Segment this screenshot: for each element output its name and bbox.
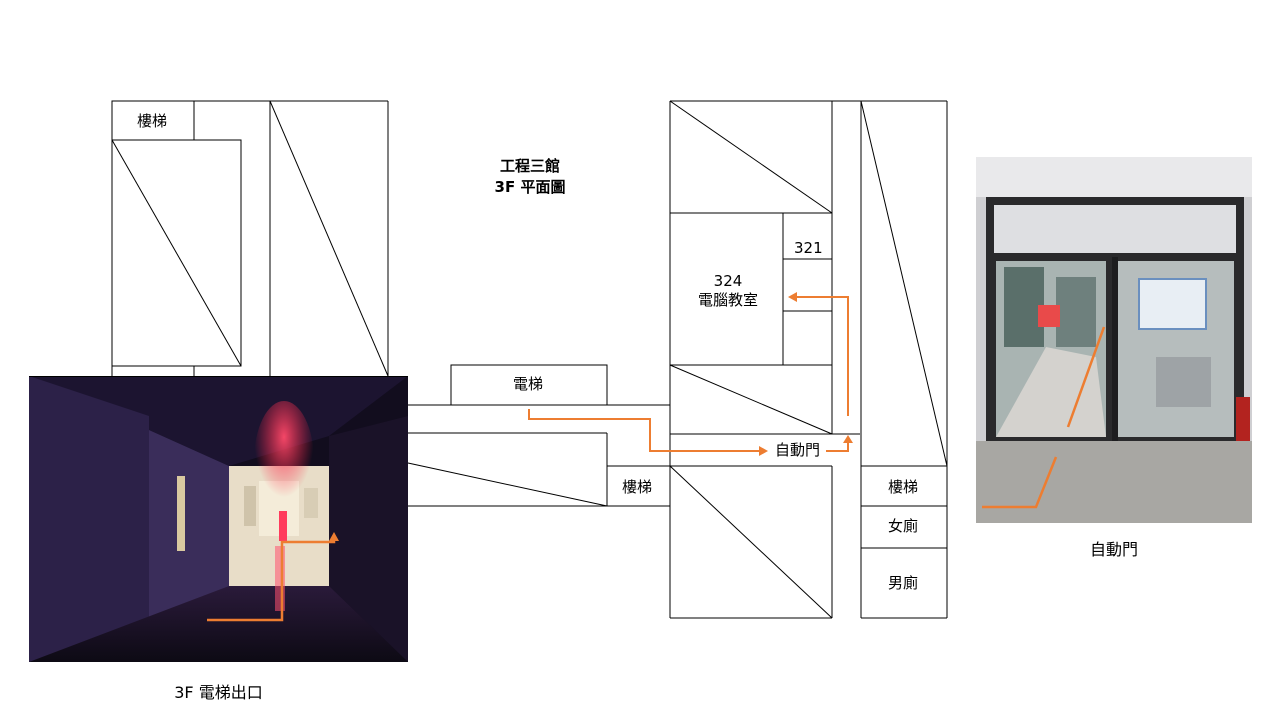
elevator-label: 電梯 xyxy=(513,375,544,393)
stairs-label: 樓梯 xyxy=(888,478,919,496)
plan-title: 工程三館 3F 平面圖 xyxy=(470,156,590,198)
auto-door-caption: 自動門 xyxy=(1089,540,1138,559)
room-324-number: 324 xyxy=(713,272,743,290)
route-arrowhead xyxy=(788,292,797,302)
auto-door-label: 自動門 xyxy=(775,441,821,459)
auto-door-photo xyxy=(976,157,1252,523)
route-path xyxy=(528,296,849,452)
plan-title-line1: 工程三館 xyxy=(499,157,560,175)
elevator-exit-photo xyxy=(29,376,408,662)
stairs-label: 樓梯 xyxy=(622,478,653,496)
route-arrowhead xyxy=(759,446,768,456)
room-321-label: 321 xyxy=(794,239,823,257)
route-arrowhead xyxy=(843,435,853,443)
room-324-name: 電腦教室 xyxy=(697,291,758,309)
stairs-label: 樓梯 xyxy=(137,112,168,130)
womens-restroom-label: 女廁 xyxy=(888,517,919,535)
room-324-label: 324 電腦教室 xyxy=(690,272,766,310)
elevator-exit-caption: 3F 電梯出口 xyxy=(174,683,263,702)
mens-restroom-label: 男廁 xyxy=(888,574,919,592)
plan-title-line2: 3F 平面圖 xyxy=(494,178,566,196)
